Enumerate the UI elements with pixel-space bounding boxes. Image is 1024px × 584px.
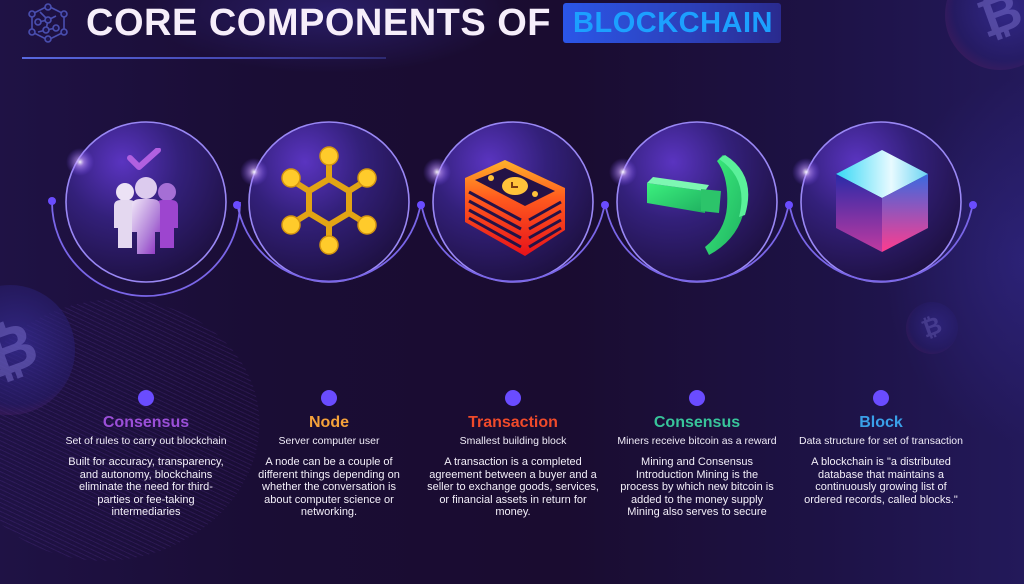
cube-block-icon xyxy=(834,148,930,259)
page-title: CORE COMPONENTS OF BLOCKCHAIN xyxy=(86,0,781,46)
card-description: Built for accuracy, transparency, and au… xyxy=(68,456,224,518)
header-divider xyxy=(22,57,386,59)
junction-dots xyxy=(48,197,977,209)
component-card-transaction: Transaction Smallest building block A tr… xyxy=(421,414,605,519)
card-title: Block xyxy=(859,414,903,431)
ring-2 xyxy=(236,121,422,406)
money-stack-icon xyxy=(463,158,567,263)
component-card-block: Block Data structure for set of transact… xyxy=(789,414,973,506)
card-subtitle: Data structure for set of transaction xyxy=(799,435,963,447)
card-subtitle: Set of rules to carry out blockchain xyxy=(65,435,227,447)
title-highlight-badge: BLOCKCHAIN xyxy=(563,3,781,43)
component-card-node: Node Server computer user A node can be … xyxy=(237,414,421,519)
card-title: Consensus xyxy=(102,414,190,431)
card-description: Mining and Consensus Introduction Mining… xyxy=(620,456,774,518)
people-check-icon xyxy=(100,147,192,263)
card-subtitle: Server computer user xyxy=(278,435,380,447)
card-subtitle: Miners receive bitcoin as a reward xyxy=(617,435,777,447)
card-description: A transaction is a completed agreement b… xyxy=(427,456,599,518)
card-description: A node can be a couple of different thin… xyxy=(258,456,400,518)
network-cube-icon xyxy=(26,2,70,44)
card-title: Node xyxy=(309,414,349,431)
component-card-consensus: Consensus Set of rules to carry out bloc… xyxy=(54,414,238,519)
component-card-mining-consensus: Consensus Miners receive bitcoin as a re… xyxy=(605,414,789,519)
node-network-icon xyxy=(279,143,379,260)
pickaxe-icon xyxy=(643,155,751,260)
card-description: A blockchain is "a distributed database … xyxy=(804,456,958,506)
card-subtitle: Smallest building block xyxy=(459,435,567,447)
card-title: Transaction xyxy=(468,414,558,431)
title-text: CORE COMPONENTS OF xyxy=(86,1,552,44)
card-title: Consensus xyxy=(653,414,741,431)
bitcoin-coin-right: ₿ xyxy=(906,302,958,354)
